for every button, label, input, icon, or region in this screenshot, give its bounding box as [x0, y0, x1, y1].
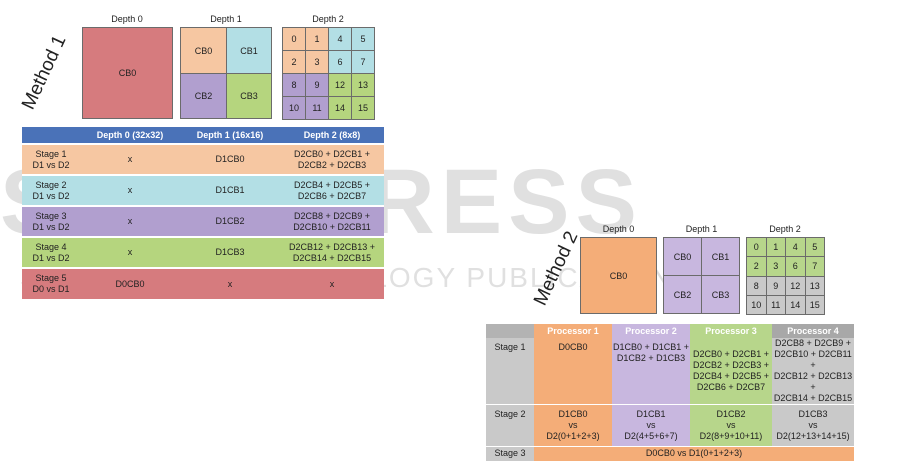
method1-depth2-label: Depth 2 [312, 14, 344, 24]
depth2-cell: 9 [305, 73, 329, 97]
depth2-cell: 4 [785, 237, 806, 258]
depth2-cell: 14 [785, 294, 806, 315]
method2-d1-cb2: CB2 [663, 275, 702, 314]
depth2-cell: 12 [328, 73, 352, 97]
depth2-cell: 15 [351, 96, 375, 120]
method1-d1-cb1: CB1 [226, 27, 272, 74]
method1-d1-cb2: CB2 [180, 73, 227, 119]
depth2-cell: 0 [282, 27, 306, 51]
depth2-cell: 2 [282, 50, 306, 74]
depth2-cell: 2 [746, 256, 767, 277]
depth2-cell: 0 [746, 237, 767, 258]
depth2-cell: 5 [804, 237, 825, 258]
depth2-cell: 8 [746, 275, 767, 296]
depth2-cell: 13 [804, 275, 825, 296]
depth2-cell: 9 [765, 275, 786, 296]
depth2-cell: 7 [351, 50, 375, 74]
depth2-cell: 15 [804, 294, 825, 315]
m1-header-blank [22, 127, 80, 144]
depth2-cell: 6 [785, 256, 806, 277]
m2-header-p3: Processor 3 [690, 324, 772, 338]
depth2-cell: 7 [804, 256, 825, 277]
method1-depth0-label: Depth 0 [111, 14, 143, 24]
m2-header-p2: Processor 2 [612, 324, 690, 338]
m1-header-depth1: Depth 1 (16x16) [196, 129, 264, 140]
depth2-cell: 11 [305, 96, 329, 120]
depth2-cell: 3 [305, 50, 329, 74]
depth2-cell: 5 [351, 27, 375, 51]
table-row: Stage 1 D0CB0 D1CB0 + D1CB1 +D1CB2 + D1C… [486, 338, 854, 405]
method1-depth0-block: CB0 [82, 27, 173, 119]
method1-d1-cb0: CB0 [180, 27, 227, 74]
method2-table: Processor 1 Processor 2 Processor 3 Proc… [486, 324, 854, 461]
depth2-cell: 10 [746, 294, 767, 315]
depth2-cell: 1 [765, 237, 786, 258]
depth2-cell: 1 [305, 27, 329, 51]
m1-header-depth0: Depth 0 (32x32) [96, 129, 164, 140]
method2-depth0-label: Depth 0 [602, 224, 635, 234]
method1-table: Depth 0 (32x32) Depth 1 (16x16) Depth 2 … [22, 127, 384, 299]
depth2-cell: 8 [282, 73, 306, 97]
method1-depth1-label: Depth 1 [210, 14, 242, 24]
watermark-main: SCITEPRESS [0, 151, 643, 253]
method2-depth2-label: Depth 2 [769, 224, 801, 234]
m2-header-p4: Processor 4 [772, 324, 854, 338]
watermark-sub: SCIENCE AND TECHNOLOGY PUBLICATIONS [20, 262, 694, 293]
m2-header-p1: Processor 1 [534, 324, 612, 338]
depth2-cell: 12 [785, 275, 806, 296]
depth2-cell: 13 [351, 73, 375, 97]
depth2-cell: 10 [282, 96, 306, 120]
m1-header-depth2: Depth 2 (8x8) [303, 129, 361, 140]
method2-d1-cb3: CB3 [701, 275, 740, 314]
depth2-cell: 11 [765, 294, 786, 315]
table-row: Stage 3 D0CB0 vs D1(0+1+2+3) [486, 446, 854, 461]
depth2-cell: 6 [328, 50, 352, 74]
depth2-cell: 3 [765, 256, 786, 277]
method1-d1-cb3: CB3 [226, 73, 272, 119]
depth2-cell: 14 [328, 96, 352, 120]
method2-depth0-block: CB0 [580, 237, 657, 314]
depth2-cell: 4 [328, 27, 352, 51]
method2-depth1-label: Depth 1 [685, 224, 718, 234]
m2-header-blank [486, 324, 534, 338]
method1-title: Method 1 [18, 32, 71, 113]
method2-d1-cb0: CB0 [663, 237, 702, 276]
method2-d1-cb1: CB1 [701, 237, 740, 276]
